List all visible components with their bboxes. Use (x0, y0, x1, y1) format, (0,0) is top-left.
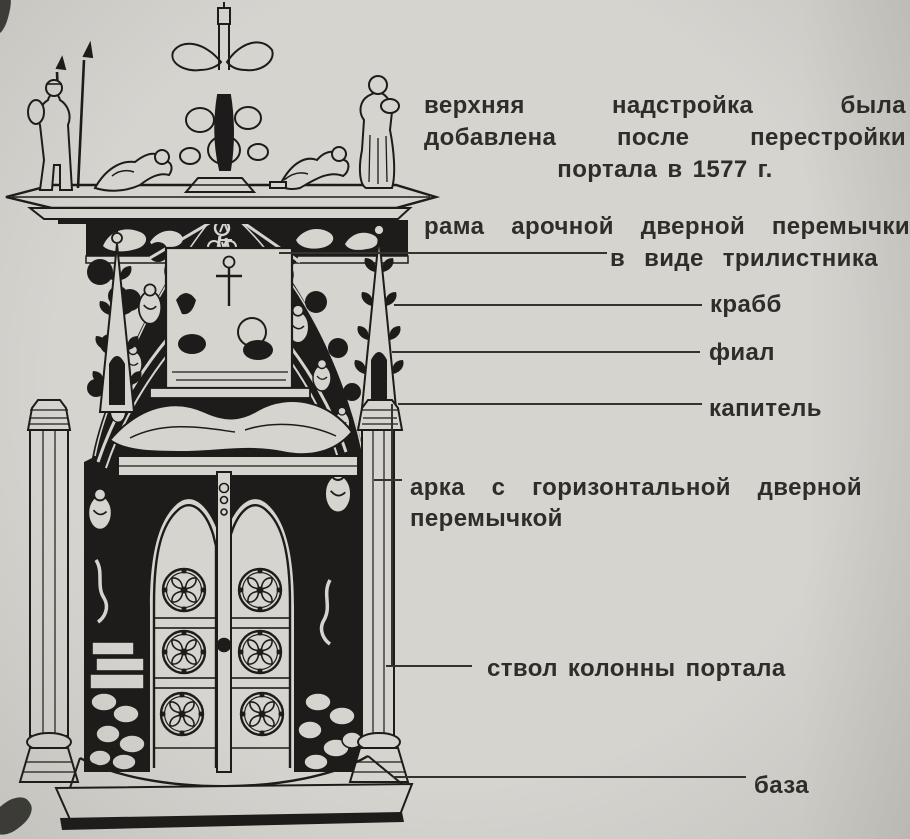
label-arch-line2: перемычкой (410, 505, 563, 532)
label-trefoil-frame-line1: рама арочной дверной перемычки (424, 213, 910, 240)
label-arch-line1: арка с горизонтальной дверной (410, 474, 862, 501)
label-crocket: крабб (710, 291, 782, 318)
column-right (348, 399, 410, 783)
tympanum (149, 210, 311, 399)
flank-ornaments (88, 559, 363, 771)
leader-capital (398, 403, 702, 405)
note-line-3: портала в 1577 г. (557, 156, 773, 183)
label-finial: фиал (709, 339, 775, 366)
lintel-zone (108, 400, 359, 477)
standing-woman-figure (358, 75, 400, 189)
label-base: база (754, 772, 810, 799)
portal-illustration (5, 2, 440, 830)
note-line-2: добавлена после перестройки (424, 124, 906, 151)
halberdier-figure (27, 40, 94, 191)
leader-column-shaft (386, 665, 472, 667)
platform (54, 754, 414, 830)
leader-arch-tick (374, 479, 402, 481)
leader-crocket (394, 304, 702, 306)
central-finial (171, 2, 274, 193)
leader-base (393, 776, 746, 778)
column-left (18, 399, 80, 783)
reclining-figures-right (269, 146, 350, 190)
label-capital: капитель (709, 395, 822, 422)
pinnacle-left (92, 222, 142, 413)
reclining-figure-left (93, 149, 173, 192)
leader-arch-vertical (391, 404, 393, 667)
label-arch: арка с горизонтальной дверной перемычкой (410, 472, 862, 534)
note-line-1: верхняя надстройка была (424, 92, 906, 119)
doors (152, 471, 292, 773)
pinnacle-right (354, 214, 404, 409)
label-column-shaft: ствол колонны портала (487, 655, 786, 682)
leader-trefoil-frame (279, 252, 607, 254)
leader-finial (392, 351, 700, 353)
note-superstructure: верхняя надстройка была добавлена после … (424, 90, 906, 186)
label-trefoil-frame-line2: в виде трилистника (610, 245, 878, 272)
top-figures (27, 2, 400, 193)
